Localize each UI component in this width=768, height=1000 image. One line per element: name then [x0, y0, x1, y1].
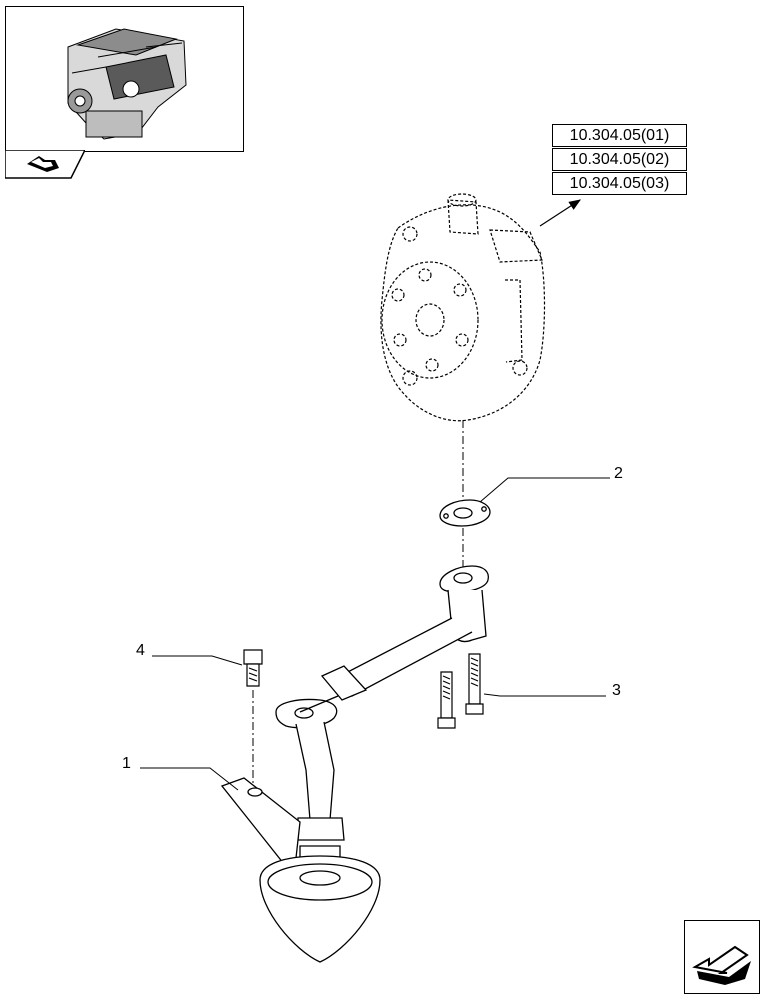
engine-thumbnail-icon: [67, 28, 187, 140]
reference-link-03[interactable]: 10.304.05(03): [552, 172, 687, 195]
reference-link-02[interactable]: 10.304.05(02): [552, 148, 687, 171]
reference-code: 10.304.05(03): [569, 175, 670, 192]
reference-link-01[interactable]: 10.304.05(01): [552, 124, 687, 147]
callout-4: 4: [136, 642, 145, 659]
next-page-button[interactable]: [684, 920, 760, 994]
oil-suction-pipe-part-1: [220, 565, 490, 963]
next-page-arrow-icon: [692, 945, 751, 985]
gasket-part-2: [439, 499, 491, 527]
back-tab[interactable]: [5, 150, 85, 180]
bolt-part-4: [243, 649, 263, 687]
engine-thumbnail: [5, 6, 244, 152]
callout-2: 2: [614, 465, 623, 482]
oil-pump-phantom: [380, 193, 546, 422]
callout-3: 3: [612, 682, 621, 699]
callout-1: 1: [122, 755, 131, 772]
back-arrow-icon: [27, 156, 59, 172]
bolt-part-3: [437, 653, 484, 729]
reference-code: 10.304.05(01): [569, 127, 670, 144]
reference-code: 10.304.05(02): [569, 151, 670, 168]
